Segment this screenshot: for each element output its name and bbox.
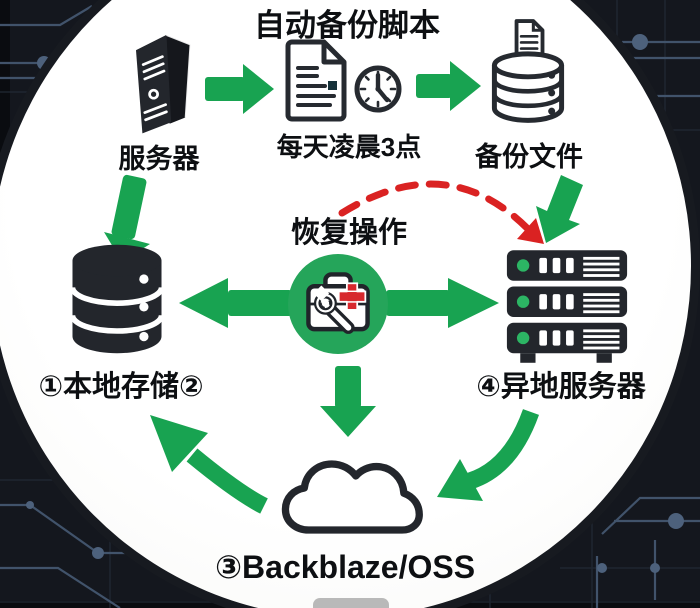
database-stack-icon [69, 244, 165, 354]
database-with-document-icon [491, 19, 565, 123]
arrow-files-to-remote [536, 175, 583, 243]
local-storage-node [66, 236, 168, 362]
clock-icon [354, 65, 402, 113]
backup-script-node [282, 38, 352, 124]
restore-hub [288, 254, 388, 354]
remote-server-label: ④异地服务器 [476, 371, 646, 403]
document-icon [285, 39, 347, 122]
cloud-node [264, 441, 427, 541]
restore-label: 恢复操作 [290, 217, 408, 249]
cloud-icon [281, 460, 423, 534]
arrow-restore-to-remote [386, 278, 499, 328]
remote-server-node [505, 250, 629, 363]
arrow-server-to-script [205, 64, 274, 114]
server-tower-icon [136, 34, 192, 134]
arrow-remote-to-cloud [437, 409, 540, 501]
server-node [120, 22, 200, 136]
schedule-clock [352, 63, 404, 115]
server-rack-icon [506, 250, 628, 363]
arrow-restore-to-cloud [320, 366, 376, 437]
backup-files-node [486, 14, 570, 132]
local-storage-label: ①本地存储② [38, 371, 204, 403]
arrow-cloud-to-local [150, 415, 268, 514]
bottom-tab [313, 598, 389, 608]
cloud-storage-label: ③Backblaze/OSS [214, 549, 476, 585]
arc-restore-to-remote-red [338, 180, 544, 244]
server-label: 服务器 [118, 144, 200, 174]
toolbox-first-aid-icon [306, 272, 370, 334]
backup-script-label: 每天凌晨3点 [276, 132, 422, 162]
diagram-title: 自动备份脚本 [254, 8, 440, 43]
arrow-restore-to-local [179, 278, 292, 328]
backup-files-label: 备份文件 [475, 142, 583, 172]
arrow-script-to-files [416, 61, 481, 111]
